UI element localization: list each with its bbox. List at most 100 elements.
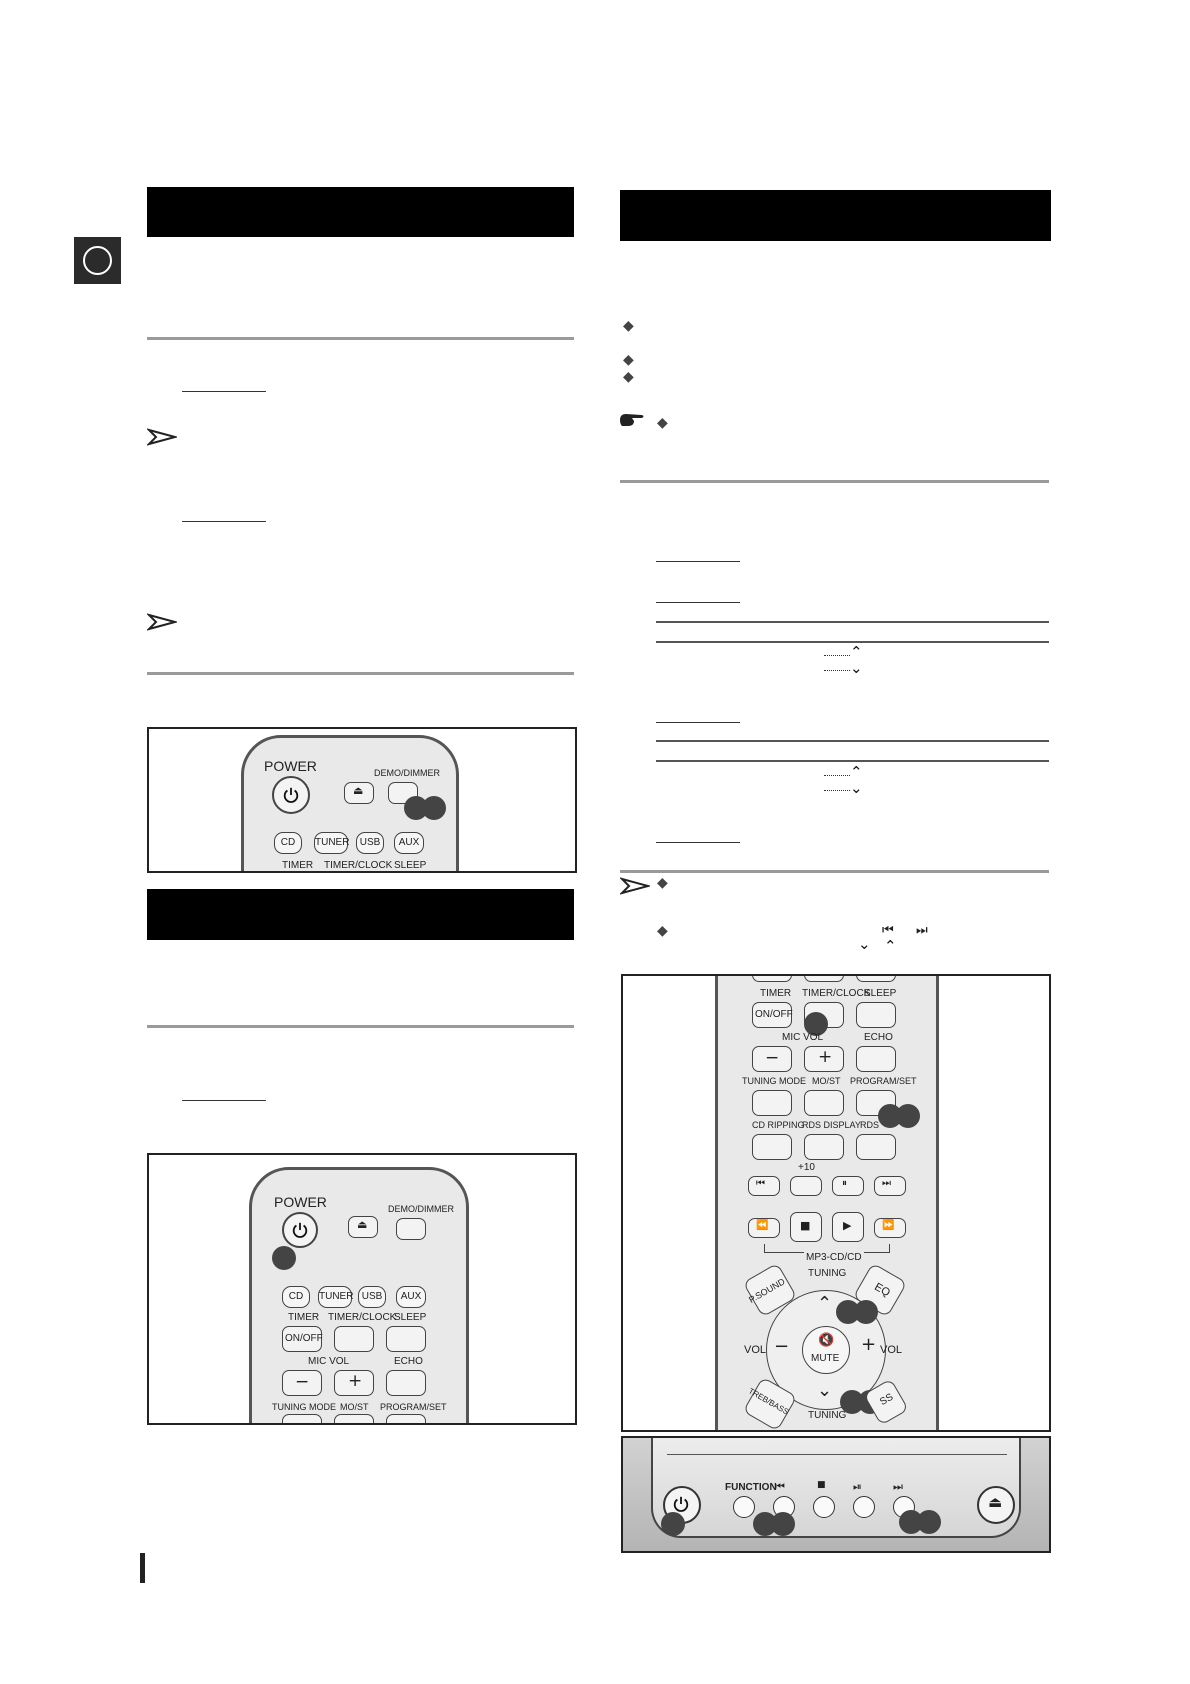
mute-icon: 🔇	[818, 1333, 835, 1348]
tuner-button[interactable]: TUNER	[318, 1286, 353, 1308]
aux-button[interactable]: AUX	[394, 832, 424, 854]
rds-button[interactable]	[856, 1134, 896, 1160]
skip-forward-button[interactable]: ⏭	[874, 1176, 906, 1196]
vol-left-label: VOL	[744, 1344, 767, 1356]
tuning-down-icon[interactable]: ⌄	[817, 1380, 833, 1401]
mo-st-button[interactable]	[804, 1090, 844, 1116]
power-icon	[673, 1496, 689, 1512]
language-tab	[74, 237, 121, 284]
function-label: FUNCTION	[725, 1482, 777, 1493]
skip-forward-icon: ⏭	[916, 923, 928, 938]
rewind-icon: ⏪	[756, 1220, 769, 1231]
program-set-button[interactable]	[386, 1414, 426, 1423]
step-callout	[917, 1510, 941, 1534]
stop-button[interactable]: ■	[790, 1212, 822, 1242]
mp3-cd-label: MP3-CD/CD	[804, 1252, 864, 1263]
cd-button[interactable]: CD	[274, 832, 302, 854]
eject-button[interactable]: ⏏	[348, 1216, 378, 1238]
timer-clock-button[interactable]	[334, 1326, 374, 1352]
tuning-up-icon[interactable]: ⌃	[817, 1293, 833, 1314]
tuning-bottom-label: TUNING	[808, 1410, 847, 1421]
vol-minus-icon[interactable]: −	[774, 1336, 790, 1357]
eject-button[interactable]: ⏏	[977, 1486, 1015, 1524]
play-icon: ▶	[843, 1219, 852, 1232]
rds-display-label: RDS DISPLAY	[802, 1120, 861, 1130]
language-circle-icon	[83, 246, 112, 275]
power-button[interactable]	[272, 776, 310, 814]
stop-button[interactable]	[813, 1496, 835, 1518]
timer-label: TIMER	[288, 1312, 320, 1323]
fast-forward-icon: ⏩	[882, 1220, 895, 1231]
mic-vol-plus-button[interactable]: +	[334, 1370, 374, 1396]
pointing-hand-icon	[620, 414, 644, 426]
skip-forward-icon: ⏭	[882, 1178, 891, 1189]
bullet-diamond: ◆	[623, 369, 634, 385]
figure-remote-demo-dimmer: POWER ⏏ DEMO/DIMMER CD TUNER USB AUX TIM…	[147, 727, 577, 873]
mic-vol-plus-button[interactable]: +	[804, 1046, 844, 1072]
note-arrow-icon	[620, 877, 650, 895]
tuning-mode-label: TUNING MODE	[272, 1402, 336, 1412]
rewind-button[interactable]: ⏪	[748, 1218, 780, 1238]
vol-plus-icon[interactable]: +	[861, 1334, 877, 1355]
mic-vol-minus-button[interactable]: −	[752, 1046, 792, 1072]
step-underline	[656, 561, 740, 562]
divider	[147, 337, 574, 340]
step-underline	[656, 722, 740, 723]
figure-remote-tuning: TIMER TIMER/CLOCK SLEEP ON/OFF MIC VOL E…	[621, 974, 1051, 1432]
bullet-diamond: ◆	[623, 352, 634, 368]
panel-face	[651, 1438, 1021, 1538]
eject-icon: ⏏	[353, 784, 364, 797]
on-off-button[interactable]: ON/OFF	[282, 1326, 323, 1352]
mute-label: MUTE	[811, 1353, 840, 1364]
demo-dimmer-button[interactable]	[396, 1218, 426, 1240]
top-button[interactable]	[752, 976, 792, 982]
tuning-mode-button[interactable]	[752, 1090, 792, 1116]
step-callout	[422, 796, 446, 820]
echo-button[interactable]	[386, 1370, 426, 1396]
remote-control: POWER ⏏ DEMO/DIMMER CD TUNER USB AUX TIM…	[249, 1167, 469, 1423]
pause-icon: ⏸	[842, 1178, 847, 1189]
dotted-leader	[824, 775, 850, 776]
tuning-down-icon: ⌄	[850, 659, 863, 677]
fast-forward-button[interactable]: ⏩	[874, 1218, 906, 1238]
play-pause-button[interactable]	[853, 1496, 875, 1518]
aux-button[interactable]: AUX	[396, 1286, 426, 1308]
tuning-mode-label: TUNING MODE	[742, 1076, 806, 1086]
program-set-label: PROGRAM/SET	[380, 1402, 447, 1412]
cd-ripping-button[interactable]	[752, 1134, 792, 1160]
top-button[interactable]	[856, 976, 896, 982]
step-underline	[182, 391, 266, 392]
tuning-up-icon: ⌃	[850, 643, 863, 661]
play-pause-icon: ⏯	[853, 1480, 862, 1493]
mute-button[interactable]: 🔇 MUTE	[802, 1326, 850, 1374]
timer-clock-label: TIMER/CLOCK	[802, 988, 871, 999]
mo-st-label: MO/ST	[340, 1402, 369, 1412]
mo-st-button[interactable]	[334, 1414, 374, 1423]
eject-button[interactable]: ⏏	[344, 782, 374, 804]
play-button[interactable]: ▶	[832, 1212, 864, 1242]
top-button[interactable]	[804, 976, 844, 982]
cd-button[interactable]: CD	[282, 1286, 310, 1308]
sleep-button[interactable]	[386, 1326, 426, 1352]
tuning-mode-button[interactable]	[282, 1414, 322, 1423]
usb-button[interactable]: USB	[358, 1286, 386, 1308]
power-button[interactable]	[282, 1212, 318, 1248]
bullet-diamond: ◆	[657, 415, 668, 431]
echo-button[interactable]	[856, 1046, 896, 1072]
skip-back-button[interactable]: ⏮	[748, 1176, 780, 1196]
tuner-button[interactable]: TUNER	[314, 832, 349, 854]
step-underline	[656, 842, 740, 843]
rds-display-button[interactable]	[804, 1134, 844, 1160]
usb-button[interactable]: USB	[356, 832, 384, 854]
plus10-button[interactable]	[790, 1176, 822, 1196]
pause-button[interactable]: ⏸	[832, 1176, 864, 1196]
section-header-bar-3	[620, 190, 1051, 241]
sleep-button[interactable]	[856, 1002, 896, 1028]
function-button[interactable]	[733, 1496, 755, 1518]
mic-vol-minus-button[interactable]: −	[282, 1370, 322, 1396]
divider	[147, 1025, 574, 1028]
minus-label: −	[295, 1372, 310, 1392]
on-off-button[interactable]: ON/OFF	[752, 1002, 793, 1028]
cd-ripping-label: CD RIPPING	[752, 1120, 805, 1130]
program-set-button[interactable]	[856, 1090, 896, 1116]
